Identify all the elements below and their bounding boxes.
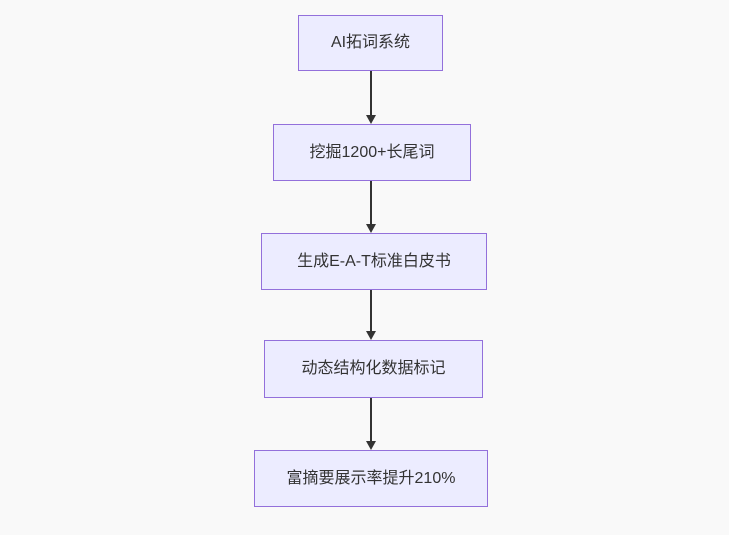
arrow-down-icon [366,181,376,233]
flowchart-node-rich-snippet-result: 富摘要展示率提升210% [254,450,488,507]
flowchart-node-longtail-mining: 挖掘1200+长尾词 [273,124,471,181]
arrow-down-icon [366,290,376,340]
flowchart-node-eat-whitepaper: 生成E-A-T标准白皮书 [261,233,487,290]
arrow-down-icon [366,398,376,450]
arrow-down-icon [366,71,376,124]
flowchart-node-structured-data-markup: 动态结构化数据标记 [264,340,483,398]
flowchart-node-ai-word-expansion: AI拓词系统 [298,15,443,71]
